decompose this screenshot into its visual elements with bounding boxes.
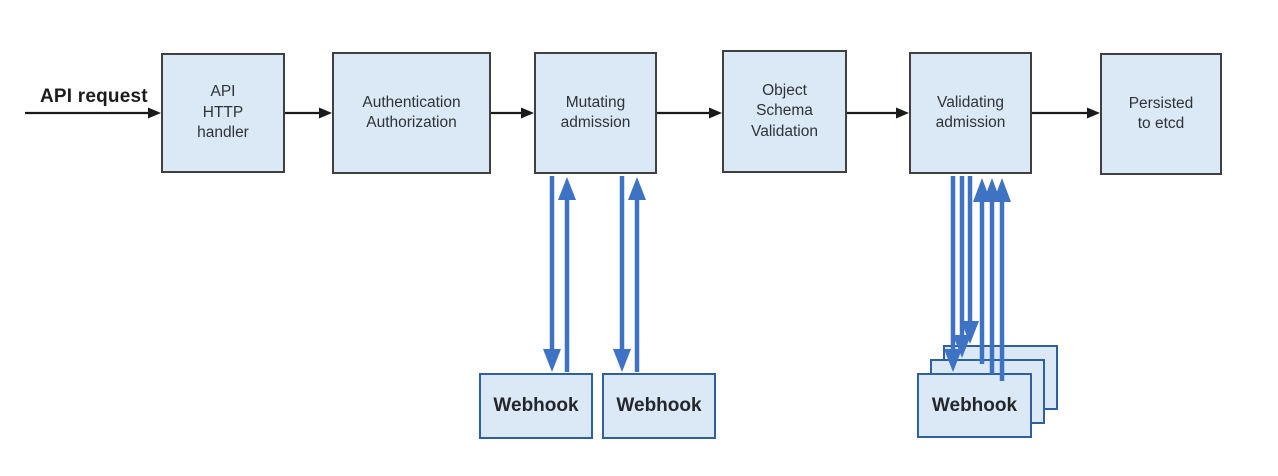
box-persisted-to-etcd: Persisted to etcd [1100,53,1222,175]
arrow-api-request [25,107,161,119]
box-mutating-admission: Mutating admission [534,52,657,174]
arrow-schema-to-validating [847,107,909,119]
arrow-auth-to-mutating [491,107,534,119]
arrow-mutating-webhook2-up [628,177,646,372]
webhook-box-mutating-1: Webhook [479,373,593,439]
arrow-mutating-to-schema [657,107,722,119]
arrow-validating-webhook-up-1 [973,178,991,364]
arrow-mutating-webhook1-up [558,177,576,372]
arrow-validating-webhook-down-1 [944,176,962,372]
box-authentication-authorization: Authentication Authorization [332,52,491,174]
arrow-validating-webhook-down-2 [953,176,971,358]
box-object-schema-validation: Object Schema Validation [722,50,847,173]
api-request-label: API request [40,86,148,107]
webhook-box-mutating-2: Webhook [602,373,716,439]
arrow-validating-webhook-down-3 [961,176,979,344]
arrow-handler-to-auth [285,107,332,119]
arrow-validating-to-etcd [1032,107,1100,119]
box-api-http-handler: API HTTP handler [161,53,285,173]
arrow-mutating-webhook2-down [613,176,631,372]
webhook-box-validating-front: Webhook [917,373,1032,438]
arrow-mutating-webhook1-down [543,176,561,372]
box-validating-admission: Validating admission [909,52,1032,174]
